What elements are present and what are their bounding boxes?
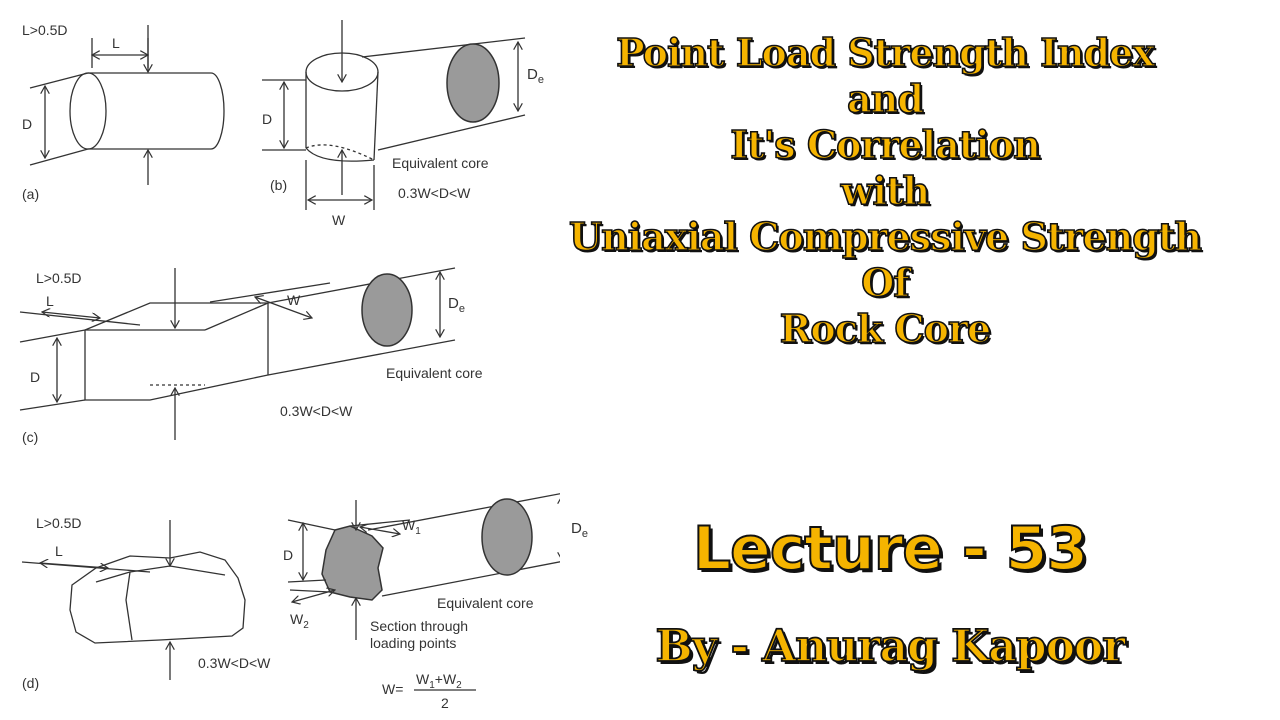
dim-d-d-ext-top [287, 519, 336, 531]
label-c-equivalent-core: Equivalent core [386, 365, 483, 381]
projection-d-top [367, 493, 560, 531]
title-line-6: Of [860, 259, 910, 306]
label-c-condition: L>0.5D [36, 270, 82, 286]
dim-d-l-arrow [40, 563, 108, 568]
equivalent-core-d [481, 498, 533, 576]
title-line-5: Uniaxial Compressive Strength [568, 213, 1203, 260]
equivalent-core-c [361, 273, 413, 347]
label-b-equivalent-core: Equivalent core [392, 155, 489, 171]
diagram-a: L>0.5D L D (a) [22, 22, 225, 202]
label-d-condition: L>0.5D [36, 515, 82, 531]
label-b-tag: (b) [270, 177, 287, 193]
label-d-w2: W2 [290, 611, 309, 631]
label-b-condition: 0.3W<D<W [398, 185, 471, 201]
diagram-c: L>0.5D L D W De Equivalent core 0.3W<D<W… [19, 267, 483, 445]
label-a-l: L [112, 35, 120, 51]
cylinder-b-base-hidden [305, 144, 375, 161]
author-name: By - Anurag Kapoor [655, 620, 1127, 673]
projection-b-top [361, 37, 526, 58]
title-line-1: Point Load Strength Index [615, 29, 1155, 76]
dim-d-w1-ext [349, 519, 411, 527]
label-a-d: D [22, 116, 32, 132]
label-b-w: W [332, 212, 346, 228]
dim-a-d-ext-top [29, 72, 89, 89]
cylinder-a-body [88, 72, 225, 150]
dim-c-l-arrow [42, 312, 100, 318]
label-c-de: De [448, 295, 465, 315]
formula-numerator: W1+W2 [416, 671, 462, 691]
lump-d-crack [125, 571, 133, 641]
video-title: Point Load Strength Index and It's Corre… [505, 29, 1265, 352]
diagram-d: L>0.5D L 0.3W<D<W (d) D W1 W2 [21, 493, 560, 711]
label-b-d: D [262, 111, 272, 127]
label-d-tag: (d) [22, 675, 39, 691]
section-d-shape [321, 525, 384, 601]
label-a-condition: L>0.5D [22, 22, 68, 38]
label-d-de: De [571, 520, 588, 540]
label-d-l: L [55, 543, 63, 559]
equivalent-core-b [446, 43, 500, 123]
formula-lhs: W= [382, 681, 403, 697]
lump-d-outline [69, 551, 246, 644]
label-c-w: W [287, 292, 301, 308]
cylinder-b-base [305, 147, 375, 162]
label-d-d: D [283, 547, 293, 563]
title-line-7: Rock Core [779, 305, 992, 352]
projection-d-bottom [381, 561, 560, 597]
projection-c-bottom [267, 339, 456, 376]
projection-b-bottom [377, 114, 526, 151]
label-d-section-2: loading points [370, 635, 456, 651]
dim-a-d-ext-bottom [29, 148, 89, 166]
label-c-l: L [46, 293, 54, 309]
dim-c-d-ext-top [19, 329, 86, 343]
lecture-number: Lecture - 53 [692, 513, 1089, 585]
diagram-b: D W De Equivalent core 0.3W<D<W (b) [262, 20, 544, 228]
label-c-tag: (c) [22, 429, 38, 445]
cylinder-b-right [373, 71, 379, 161]
label-c-d: D [30, 369, 40, 385]
lump-d-top-edge [95, 565, 226, 583]
specimen-diagram: L>0.5D L D (a) D W [19, 20, 560, 711]
label-b-de: De [527, 66, 544, 86]
dim-d-d-ext-bottom [287, 579, 327, 583]
title-line-3: It's Correlation [729, 121, 1041, 168]
dim-c-w-arrow [255, 297, 312, 318]
label-d-equivalent-core: Equivalent core [437, 595, 534, 611]
formula-denominator: 2 [441, 695, 449, 711]
dim-d-w2-arrow [292, 590, 335, 602]
dim-c-w-ext [209, 282, 331, 303]
block-c-top-edge-right [204, 302, 269, 331]
label-d-range: 0.3W<D<W [198, 655, 271, 671]
title-line-2: and [846, 75, 924, 122]
dim-c-d-ext-bottom [19, 399, 86, 411]
label-a-tag: (a) [22, 186, 39, 202]
dim-d-w2-ext [289, 589, 331, 593]
label-d-section-1: Section through [370, 618, 468, 634]
projection-c-top [267, 267, 456, 304]
label-c-range: 0.3W<D<W [280, 403, 353, 419]
title-line-4: with [840, 167, 931, 214]
dim-d-w1-arrow [360, 527, 400, 534]
cylinder-a-end [69, 72, 107, 150]
